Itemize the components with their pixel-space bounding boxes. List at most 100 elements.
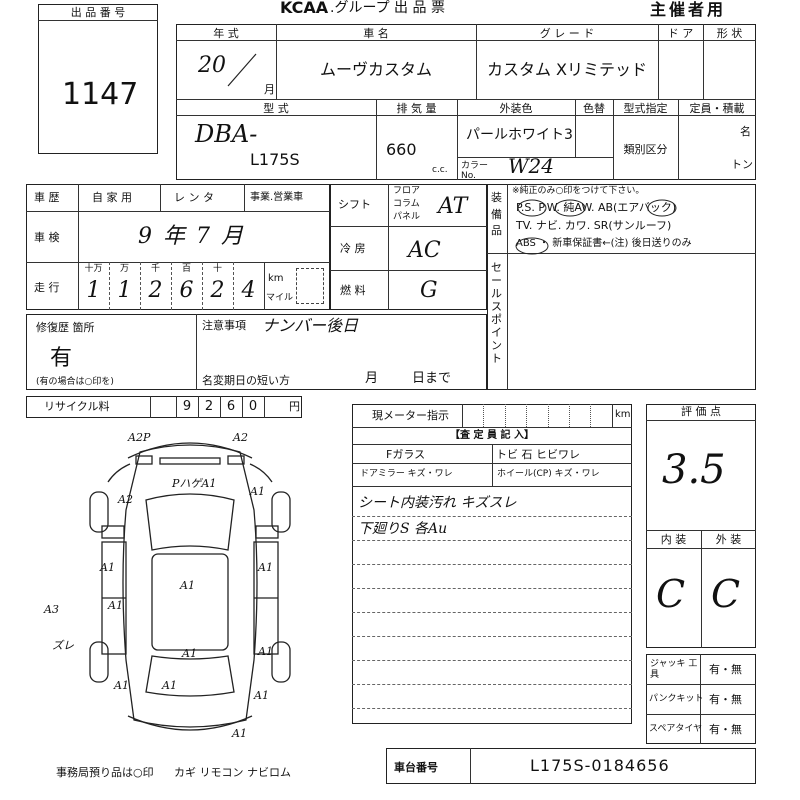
history-option-business: 事業.営業車 bbox=[250, 192, 304, 203]
damage-mark: A3 bbox=[44, 603, 59, 616]
mileage-digit: 6 bbox=[179, 278, 194, 303]
mileage-digit: 2 bbox=[148, 278, 163, 303]
damage-mark: A1 bbox=[162, 679, 177, 692]
recycle-cell-divider bbox=[242, 396, 243, 418]
interior-label: 内 装 bbox=[660, 533, 687, 546]
organizer-label: 主催者用 bbox=[650, 0, 727, 19]
lot-label: 出 品 番 号 bbox=[70, 6, 126, 19]
glass-label: Fガラス bbox=[386, 448, 426, 461]
inspection-value: 9 年 7 月 bbox=[138, 224, 245, 249]
comment-line bbox=[352, 612, 632, 613]
caution-deadline-label: 名変期日の短い方 bbox=[202, 374, 290, 387]
year-value: 20 bbox=[198, 53, 226, 78]
damage-mark: A1 bbox=[108, 599, 123, 612]
shift-value: AT bbox=[438, 194, 468, 219]
recycle-unit: 円 bbox=[289, 400, 300, 413]
equipment-label: 装 備 品 bbox=[491, 191, 502, 237]
year-label: 年 式 bbox=[213, 27, 239, 40]
exterior-label: 外 装 bbox=[715, 533, 742, 546]
model-value-1: DBA- bbox=[195, 120, 258, 148]
office-items: カギ リモコン ナビロム bbox=[174, 766, 291, 779]
model-value-2: L175S bbox=[250, 150, 300, 169]
caution-label: 注意事項 bbox=[202, 319, 246, 332]
equipment-line-2: TV. ナビ. カワ. SR(サンルーフ) bbox=[516, 219, 672, 232]
recycle-digit: 0 bbox=[248, 399, 258, 414]
meter-cell-divider bbox=[483, 404, 485, 427]
spare-yes-no: 有・無 bbox=[709, 723, 742, 736]
mileage-place-label: 万 bbox=[119, 264, 129, 274]
comment-line bbox=[352, 564, 632, 565]
mileage-cell-divider bbox=[202, 262, 203, 310]
caution-month-unit: 月 bbox=[365, 371, 379, 386]
damage-mark: A1 bbox=[254, 689, 269, 702]
history-option-private: 自 家 用 bbox=[92, 191, 132, 204]
jack-yes-no: 有・無 bbox=[709, 663, 742, 676]
grade-label: グ レ ー ド bbox=[539, 27, 595, 40]
lot-number-box bbox=[38, 4, 158, 154]
color-no-value: W24 bbox=[508, 154, 555, 178]
displacement-label: 排 気 量 bbox=[396, 102, 437, 115]
equipment-line-1: P.S. P.W. 純AW. AB(エアバック) bbox=[516, 201, 677, 214]
exterior-value: C bbox=[711, 572, 741, 616]
puncture-label: パンクキット bbox=[649, 694, 704, 704]
mirror-label: ドアミラー キズ・ワレ bbox=[360, 469, 453, 479]
recycle-digit: 9 bbox=[182, 399, 192, 414]
inspector-title: 【査 定 員 記 入】 bbox=[450, 430, 534, 441]
score-label: 評 価 点 bbox=[681, 405, 721, 418]
caution-value: ナンバー後日 bbox=[262, 316, 359, 335]
damage-mark: A1 bbox=[114, 679, 129, 692]
mileage-mile-label: マイル bbox=[266, 293, 294, 303]
glass-options: トビ 石 ヒビワレ bbox=[496, 448, 580, 461]
mileage-place-label: 十万 bbox=[84, 264, 103, 274]
meter-cell-divider bbox=[547, 404, 549, 427]
history-option-rental: レ ン タ bbox=[174, 191, 214, 204]
shift-floor: フロア bbox=[393, 186, 421, 196]
repair-block bbox=[26, 314, 487, 390]
capacity-label: 定員・積載 bbox=[689, 102, 745, 115]
comment-line bbox=[352, 684, 632, 685]
car-damage-diagram bbox=[89, 442, 291, 731]
color-label: 外装色 bbox=[499, 102, 533, 115]
recycle-cell-divider bbox=[264, 396, 265, 418]
capacity-unit-persons: 名 bbox=[740, 125, 751, 138]
grade-value: カスタム Xリミテッド bbox=[486, 60, 648, 79]
inspection-label: 車 検 bbox=[34, 231, 60, 244]
color-no-label: カラー No. bbox=[461, 161, 489, 181]
repair-value: 有 bbox=[50, 346, 73, 371]
sales-point-label: セールスポイント bbox=[491, 261, 502, 365]
recycle-digit: 2 bbox=[204, 399, 214, 414]
caution-day-unit: 日まで bbox=[412, 371, 452, 386]
damage-mark: A2 bbox=[233, 431, 248, 444]
door-label: ド ア bbox=[667, 27, 694, 40]
office-note: 事務局預り品は○印 bbox=[56, 766, 154, 779]
year-slash bbox=[227, 53, 257, 87]
mileage-cell-divider bbox=[233, 262, 234, 310]
mileage-place-label: 千 bbox=[150, 264, 160, 274]
equipment-block bbox=[487, 184, 756, 390]
mileage-digit: 2 bbox=[210, 278, 225, 303]
recycle-label: リサイクル料 bbox=[44, 400, 110, 413]
meter-cell-divider bbox=[569, 404, 570, 427]
year-month-unit: 月 bbox=[264, 83, 275, 96]
mileage-km-label: km bbox=[268, 273, 284, 284]
damage-mark: A2 bbox=[118, 493, 133, 506]
cc-unit: c.c. bbox=[432, 165, 448, 175]
shift-column: コラム bbox=[393, 199, 420, 209]
mile-checkbox[interactable] bbox=[296, 268, 324, 304]
recycle-cell-divider bbox=[220, 396, 221, 418]
aircon-label: 冷 房 bbox=[340, 242, 366, 255]
mileage-cell-divider bbox=[140, 262, 141, 310]
capacity-unit-tons: トン bbox=[731, 158, 753, 171]
mileage-digit: 4 bbox=[241, 278, 256, 303]
damage-mark: A1 bbox=[258, 561, 273, 574]
fuel-value: G bbox=[420, 278, 438, 303]
damage-mark: A1 bbox=[180, 579, 195, 592]
group-title: .グループ 出 品 票 bbox=[330, 0, 445, 16]
drivetrain-block bbox=[330, 184, 487, 310]
equipment-note: ※純正のみ○印をつけて下さい。 bbox=[512, 186, 645, 196]
recycle-digit: 6 bbox=[226, 399, 236, 414]
meter-cell-divider bbox=[504, 404, 506, 427]
model-label: 型 式 bbox=[263, 102, 289, 115]
type-cert-label: 型式指定 bbox=[623, 102, 668, 115]
mileage-digit: 1 bbox=[117, 278, 132, 303]
